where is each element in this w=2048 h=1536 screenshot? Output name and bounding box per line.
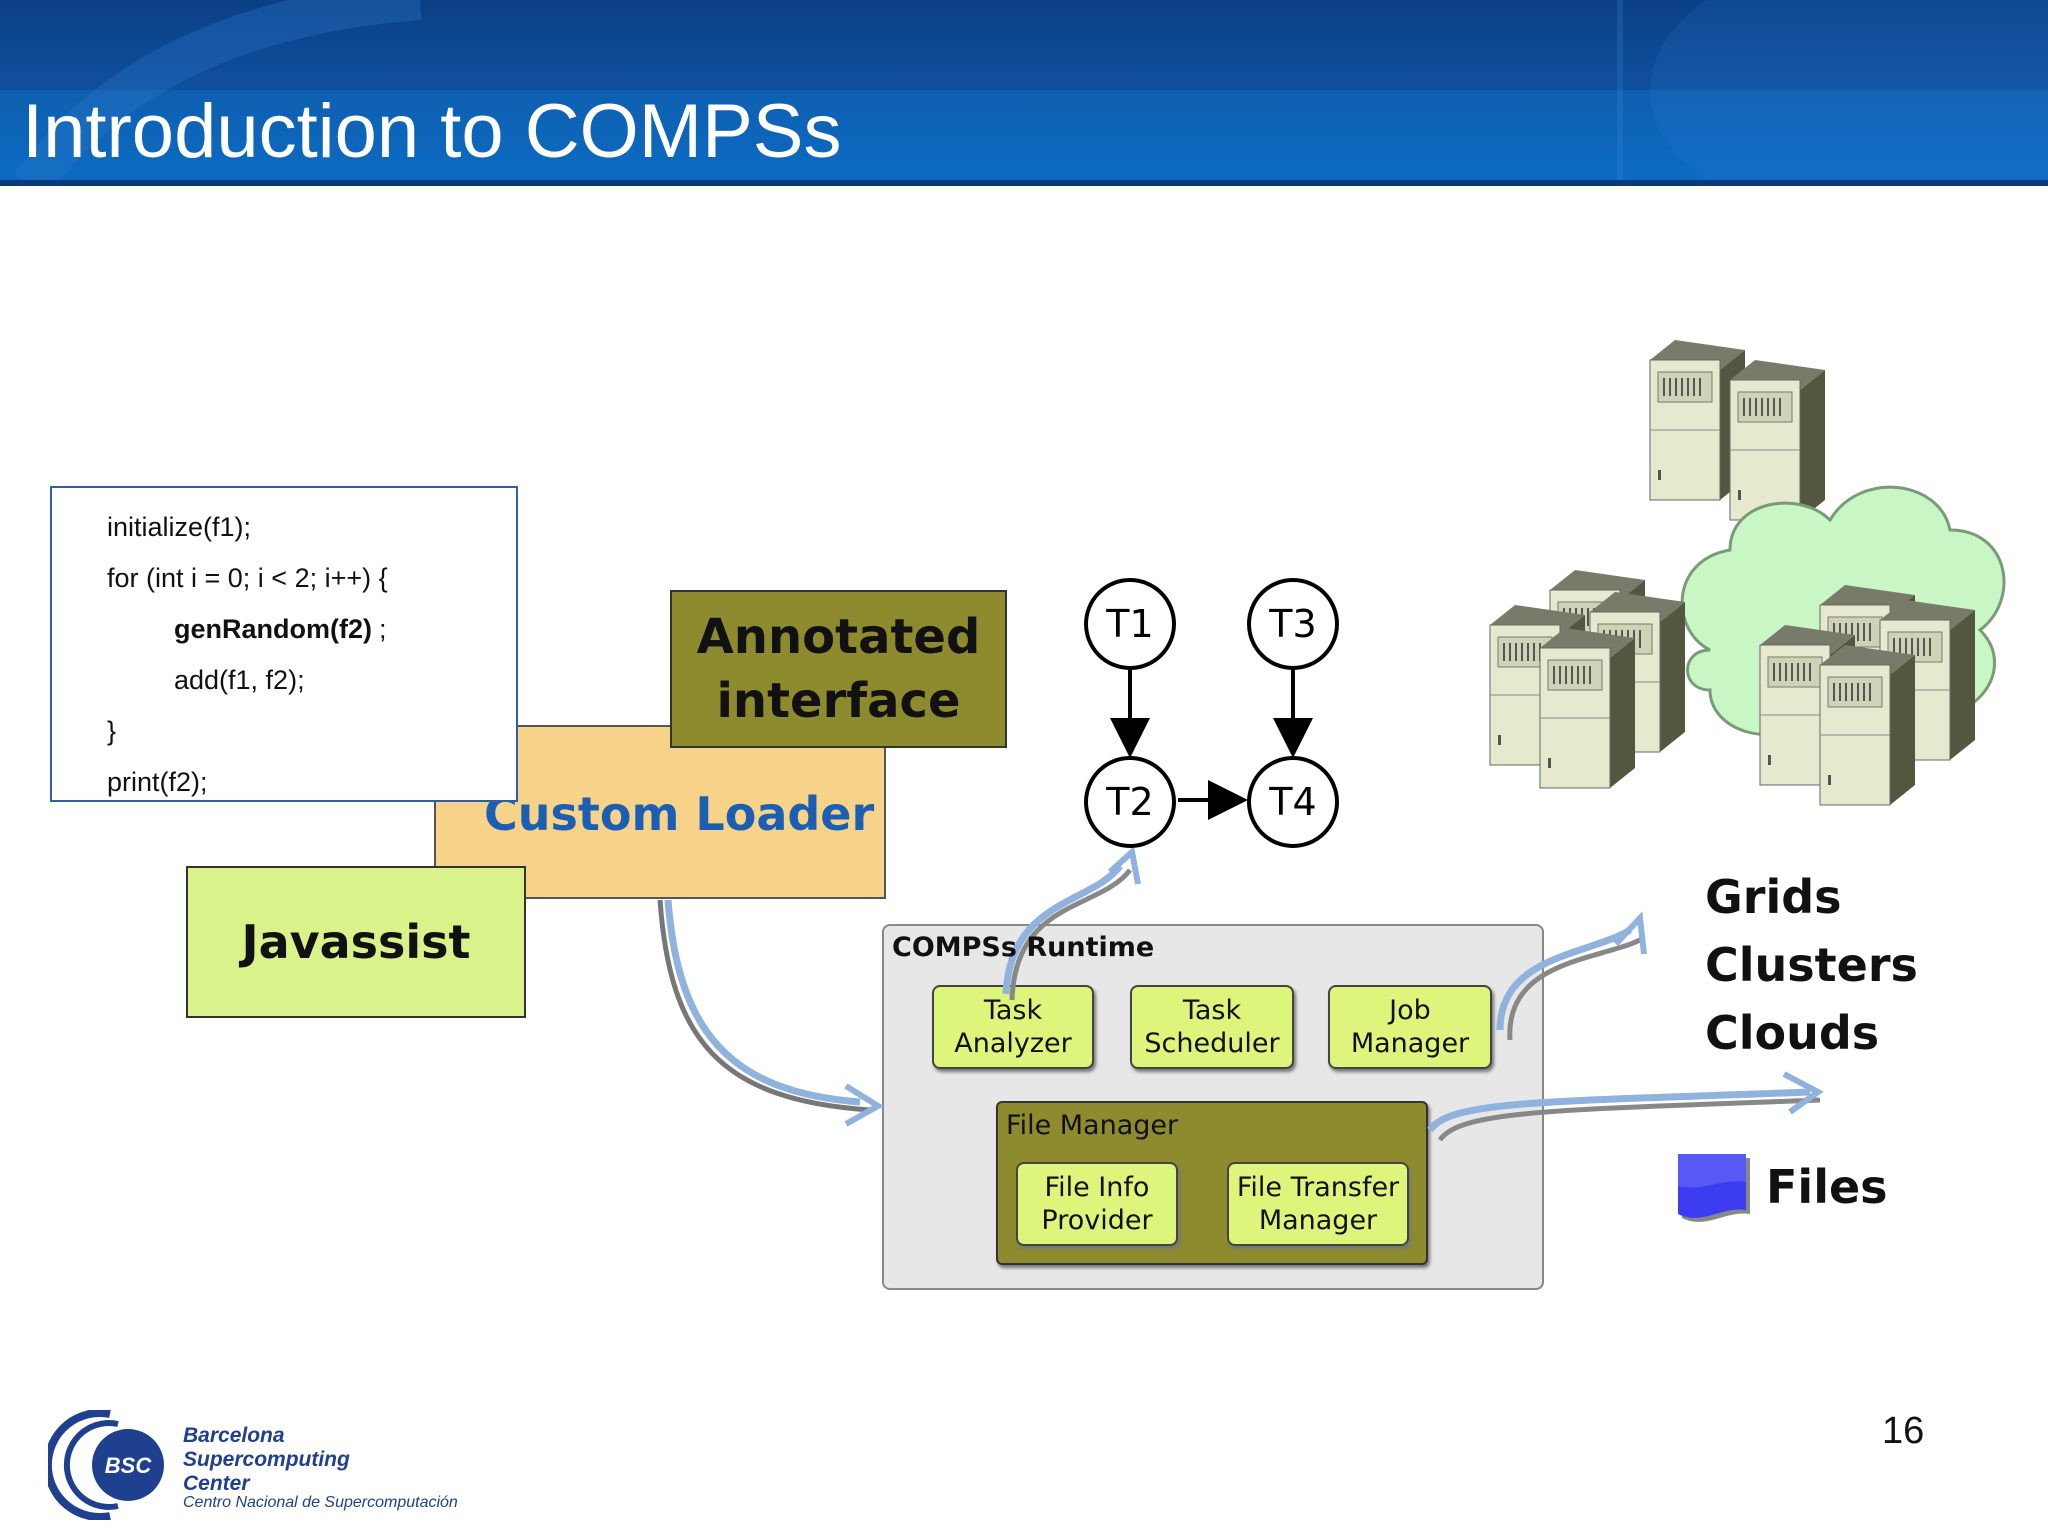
slide-title: Introduction to COMPSs xyxy=(22,89,842,174)
bsc-logo-initials: BSC xyxy=(105,1453,153,1478)
task-node-t4: T4 xyxy=(1247,756,1339,848)
task-node-t1: T1 xyxy=(1084,578,1176,670)
logo-line-3: Center xyxy=(183,1472,250,1495)
page-number: 16 xyxy=(1882,1410,1925,1452)
code-line: } xyxy=(107,716,117,746)
label-clusters: Clusters xyxy=(1705,938,1918,992)
code-snippet-box: initialize(f1); for (int i = 0; i < 2; i… xyxy=(50,486,518,802)
header-band xyxy=(0,90,2048,186)
task-scheduler-label-1: Task xyxy=(1182,995,1242,1026)
header-swoosh xyxy=(13,0,2048,186)
logo-text: Barcelona Supercomputing Center xyxy=(183,1424,350,1496)
task-node-t2: T2 xyxy=(1084,756,1176,848)
code-line: add(f1, f2); xyxy=(174,665,305,695)
file-transfer-manager-label-1: File Transfer xyxy=(1236,1172,1400,1203)
file-info-provider-label-2: Provider xyxy=(1041,1205,1153,1236)
job-manager-label-1: Job xyxy=(1389,995,1431,1026)
logo-line-1: Barcelona xyxy=(183,1424,285,1447)
file-icon xyxy=(1678,1154,1750,1222)
file-transfer-manager-label-2: Manager xyxy=(1258,1205,1378,1236)
custom-loader-label: Custom Loader xyxy=(484,787,875,841)
code-line-bold: genRandom(f2) xyxy=(174,614,372,644)
code-line: ; xyxy=(379,614,387,644)
annotated-label-2: interface xyxy=(716,673,961,729)
task-node-t3: T3 xyxy=(1247,578,1339,670)
logo-subtitle: Centro Nacional de Supercomputación xyxy=(183,1494,458,1511)
file-info-provider-label-1: File Info xyxy=(1044,1172,1150,1203)
javassist-box: Javassist xyxy=(186,866,526,1018)
bsc-logo-icon: BSC xyxy=(48,1410,164,1520)
task-analyzer-label-1: Task xyxy=(983,995,1043,1026)
label-files: Files xyxy=(1766,1160,1888,1214)
label-clouds: Clouds xyxy=(1705,1006,1880,1060)
job-manager-label-2: Manager xyxy=(1350,1028,1470,1059)
runtime-title: COMPSs Runtime xyxy=(892,932,1155,963)
code-line: print(f2); xyxy=(107,767,208,797)
file-manager-title: File Manager xyxy=(1006,1110,1179,1141)
label-grids: Grids xyxy=(1705,870,1842,924)
code-line: for (int i = 0; i < 2; i++) { xyxy=(107,563,388,593)
annotated-interface-box: Annotated interface xyxy=(670,590,1007,748)
header-underline xyxy=(0,180,2048,186)
code-line: initialize(f1); xyxy=(107,512,252,542)
logo-line-2: Supercomputing xyxy=(183,1448,350,1471)
servers-cloud-illustration xyxy=(1489,339,2006,806)
annotated-label-1: Annotated xyxy=(696,609,981,665)
task-scheduler-label-2: Scheduler xyxy=(1144,1028,1280,1059)
task-analyzer-label-2: Analyzer xyxy=(954,1028,1072,1059)
